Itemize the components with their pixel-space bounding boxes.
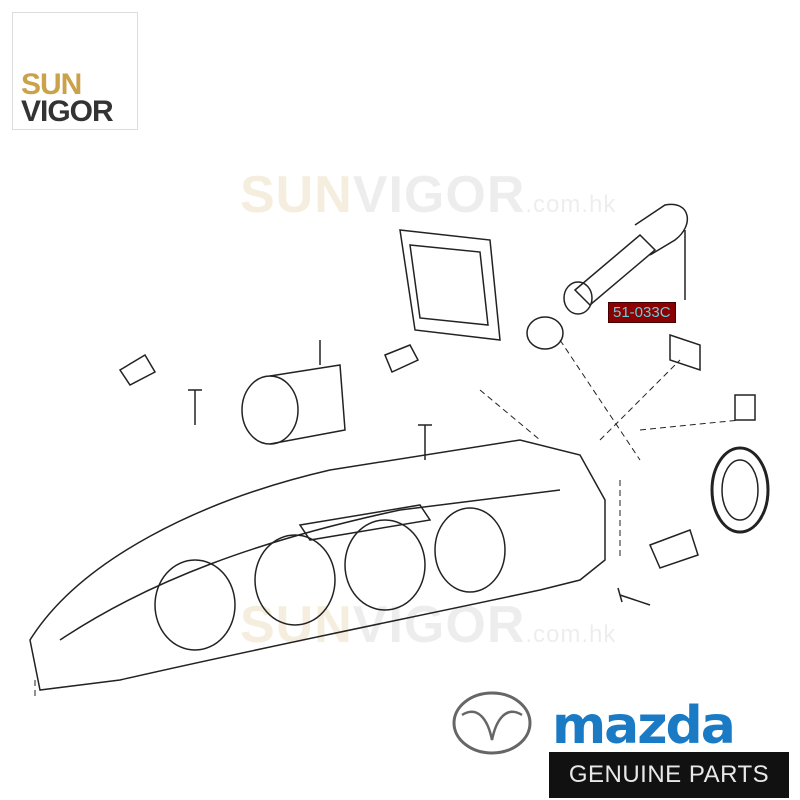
- frame: [399, 229, 501, 341]
- projector-lens: [241, 375, 299, 445]
- mazda-wordmark: mazda: [552, 696, 736, 756]
- logo-text-vigor: VIGOR: [21, 95, 114, 128]
- bulb-51-033C: [573, 233, 657, 307]
- watermark-top: SUNVIGOR.com.hk: [240, 166, 617, 224]
- logo-text-sun: SUN: [21, 68, 82, 101]
- headlamp-housing: [29, 439, 606, 691]
- part-number-callout[interactable]: 51-033C: [608, 302, 676, 323]
- mazda-emblem: [452, 691, 532, 755]
- sunvigor-logo: SUN VIGOR: [12, 12, 138, 130]
- bulb-cap: [710, 446, 770, 534]
- watermark-bottom: SUNVIGOR.com.hk: [240, 596, 617, 654]
- genuine-parts-banner: GENUINE PARTS: [549, 752, 789, 798]
